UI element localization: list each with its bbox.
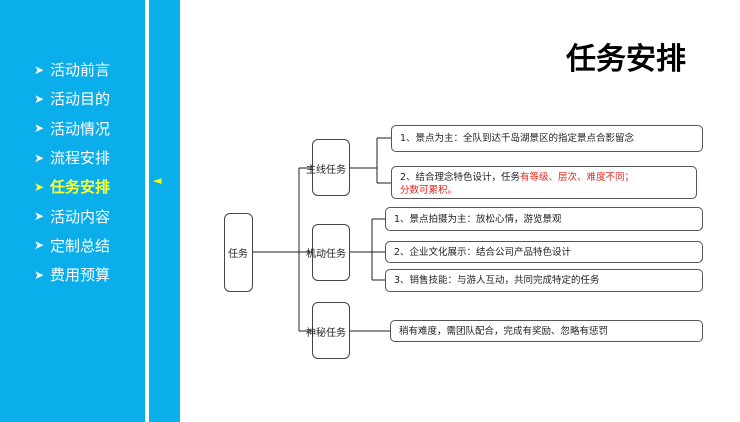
sidebar-item-preface[interactable]: ➤ 活动前言 (34, 55, 110, 84)
task-highlight: 分数可累积。 (400, 185, 458, 196)
branch-node-main (312, 139, 350, 196)
sidebar-item-situation[interactable]: ➤ 活动情况 (34, 114, 110, 143)
sidebar-item-process[interactable]: ➤ 流程安排 (34, 143, 110, 172)
task-item: 1、景点拍摄为主：放松心情，游览景观 (385, 207, 703, 231)
branch-node-flexible (312, 224, 350, 281)
sidebar-nav: ➤ 活动前言 ➤ 活动目的 ➤ 活动情况 ➤ 流程安排 ➤ 任务安排 ➤ 活动内容 ➤ 定制总… (34, 55, 110, 289)
sidebar-item-label: 费用预算 (50, 266, 111, 285)
sidebar-item-label: 活动前言 (50, 61, 111, 80)
sidebar-item-label: 活动内容 (50, 207, 111, 226)
chevron-right-icon: ➤ (34, 267, 45, 282)
sidebar-item-label: 活动情况 (50, 119, 111, 138)
task-item: 2、结合理念特色设计，任务有等级、层次、难度不同； 分数可累积。 (391, 166, 697, 199)
sidebar-item-label: 任务安排 (50, 178, 111, 197)
sidebar-item-tasks[interactable]: ➤ 任务安排 (34, 172, 110, 201)
chevron-right-icon: ➤ (34, 209, 45, 224)
sidebar-item-label: 活动目的 (50, 90, 111, 109)
chevron-right-icon: ➤ (34, 121, 45, 136)
task-text: 2、企业文化展示：结合公司产品特色设计 (394, 246, 572, 258)
task-item: 稍有难度，需团队配合，完成有奖励、忽略有惩罚 (390, 320, 703, 342)
sidebar-item-purpose[interactable]: ➤ 活动目的 (34, 84, 110, 113)
active-marker-icon: ◄ (153, 174, 162, 187)
sidebar-item-label: 流程安排 (50, 149, 111, 168)
task-text: 3、销售技能：与游人互动，共同完成特定的任务 (394, 275, 600, 286)
task-text: 1、景点拍摄为主：放松心情，游览景观 (394, 213, 562, 225)
chevron-right-icon: ➤ (34, 179, 45, 194)
task-item: 2、企业文化展示：结合公司产品特色设计 (385, 241, 703, 263)
task-highlight: 有等级、层次、难度不同； (520, 172, 635, 183)
branch-label: 机动任务 (306, 249, 346, 260)
branch-label: 主线任务 (306, 165, 346, 176)
branch-node-secret (312, 302, 350, 359)
page-title: 任务安排 (566, 42, 686, 77)
sidebar-strip (149, 0, 180, 422)
task-item: 3、销售技能：与游人互动，共同完成特定的任务 (385, 269, 703, 292)
task-text: 稍有难度，需团队配合，完成有奖励、忽略有惩罚 (399, 325, 609, 337)
sidebar-item-content[interactable]: ➤ 活动内容 (34, 201, 110, 230)
task-text: 1、景点为主：全队到达千岛湖景区的指定景点合影留念 (400, 133, 635, 144)
chevron-right-icon: ➤ (34, 62, 45, 77)
chevron-right-icon: ➤ (34, 238, 45, 253)
root-label: 任务 (228, 245, 248, 260)
task-text: 2、结合理念特色设计，任务 (400, 172, 521, 183)
task-item: 1、景点为主：全队到达千岛湖景区的指定景点合影留念 (391, 125, 703, 152)
chevron-right-icon: ➤ (34, 150, 45, 165)
sidebar-item-summary[interactable]: ➤ 定制总结 (34, 231, 110, 260)
sidebar-item-budget[interactable]: ➤ 费用预算 (34, 260, 110, 289)
branch-label: 神秘任务 (306, 328, 346, 339)
sidebar-item-label: 定制总结 (50, 236, 111, 255)
chevron-right-icon: ➤ (34, 91, 45, 106)
sidebar (0, 0, 145, 422)
sidebar-divider (145, 0, 149, 422)
